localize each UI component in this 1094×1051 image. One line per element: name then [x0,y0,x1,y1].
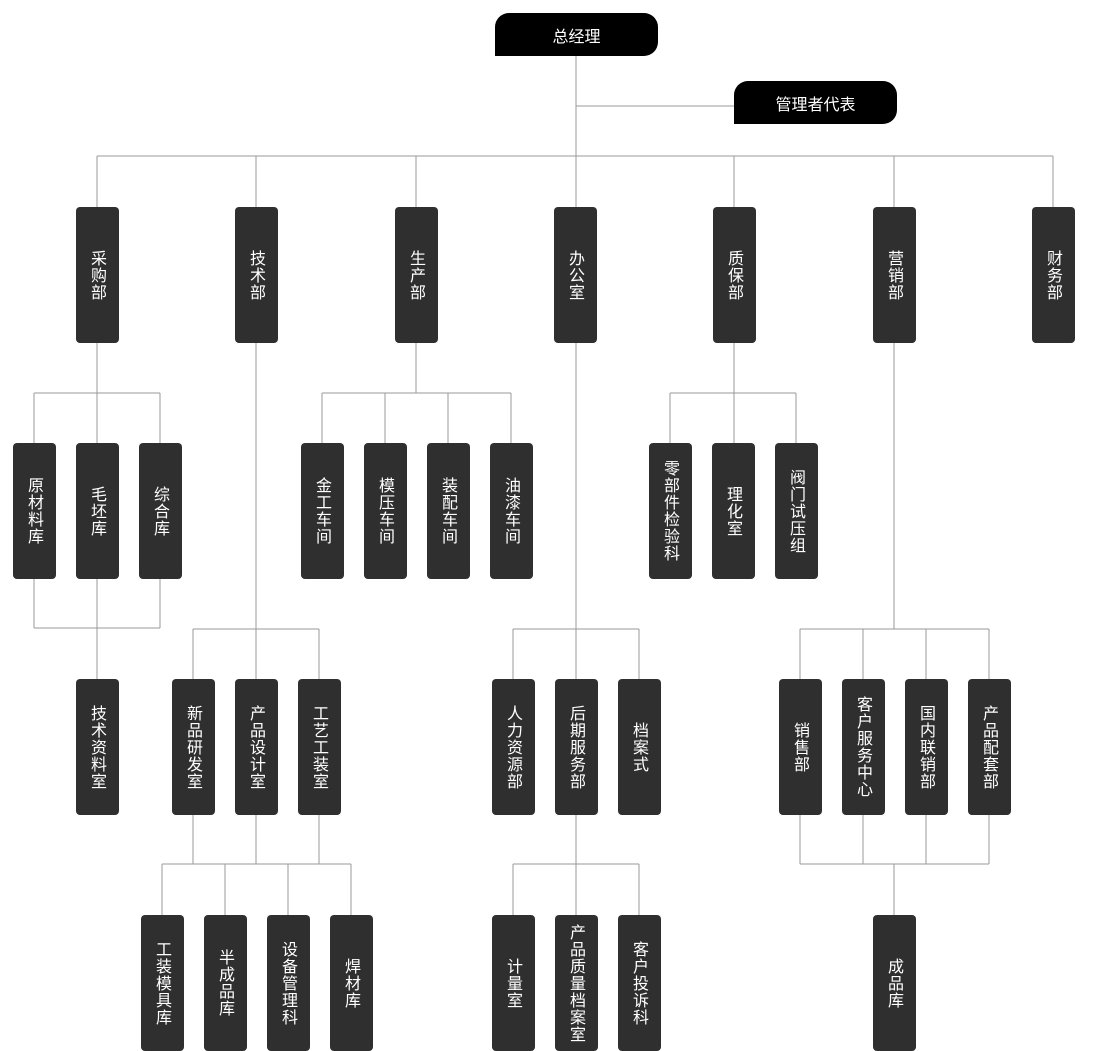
office-unit: 档案式 [618,679,661,815]
tech-unit: 工艺工装室 [298,679,341,815]
tech-unit: 产品设计室 [235,679,278,815]
tech-sub-unit: 半成品库 [204,915,247,1051]
dept-sales: 营销部 [873,207,916,343]
management-representative-label: 管理者代表 [775,94,856,114]
sales-unit: 客户服务中心 [842,679,885,815]
finished-goods-warehouse: 成品库 [873,915,916,1051]
unit-label: 国内联销部 [917,704,936,790]
unit-label: 工艺工装室 [310,704,329,790]
unit-label: 设备管理科 [279,940,298,1026]
office-sub-unit: 计量室 [492,915,535,1051]
unit-label: 阀门试压组 [787,468,806,554]
production-workshop: 油漆车间 [490,443,533,579]
quality-unit: 零部件检验科 [649,443,692,579]
purchasing-child: 原材料库 [13,443,56,579]
unit-label: 半成品库 [216,949,235,1017]
tech-unit: 新品研发室 [172,679,215,815]
dept-label: 财务部 [1044,249,1063,301]
purchasing-child: 综合库 [139,443,182,579]
office-unit: 后期服务部 [555,679,598,815]
office-sub-unit: 产品质量档案室 [555,915,598,1051]
purchasing-child: 毛坯库 [76,443,119,579]
unit-label: 销售部 [791,721,810,773]
production-workshop: 金工车间 [301,443,344,579]
sales-unit: 产品配套部 [968,679,1011,815]
unit-label: 计量室 [504,957,523,1009]
unit-label: 模压车间 [376,477,395,545]
tech-sub-unit: 焊材库 [330,915,373,1051]
unit-label: 装配车间 [439,477,458,545]
office-unit: 人力资源部 [492,679,535,815]
general-manager-label: 总经理 [552,26,601,46]
unit-label: 焊材库 [342,957,361,1009]
unit-label: 金工车间 [313,477,332,545]
unit-label: 客户服务中心 [854,696,873,798]
tech-docs-room: 技术资料室 [76,679,119,815]
dept-production: 生产部 [395,207,438,343]
tech-sub-unit: 设备管理科 [267,915,310,1051]
unit-label: 理化室 [724,485,743,537]
unit-label: 产品设计室 [247,704,266,790]
unit-label: 毛坯库 [88,485,107,537]
tech-sub-unit: 工装模具库 [141,915,184,1051]
office-sub-unit: 客户投诉科 [618,915,661,1051]
dept-label: 营销部 [885,249,904,301]
dept-quality: 质保部 [713,207,756,343]
unit-label: 产品质量档案室 [567,923,586,1043]
sales-unit: 销售部 [779,679,822,815]
unit-label: 工装模具库 [153,940,172,1026]
quality-unit: 理化室 [712,443,755,579]
unit-label: 新品研发室 [184,704,203,790]
unit-label: 档案式 [630,721,649,773]
management-representative-box: 管理者代表 [734,81,897,124]
unit-label: 后期服务部 [567,704,586,790]
dept-label: 办公室 [566,249,585,301]
quality-unit: 阀门试压组 [775,443,818,579]
dept-label: 质保部 [725,249,744,301]
unit-label: 综合库 [151,485,170,537]
unit-label: 成品库 [885,957,904,1009]
unit-label: 人力资源部 [504,704,523,790]
sales-unit: 国内联销部 [905,679,948,815]
production-workshop: 模压车间 [364,443,407,579]
dept-label: 技术部 [247,249,266,301]
dept-tech: 技术部 [235,207,278,343]
dept-office: 办公室 [554,207,597,343]
production-workshop: 装配车间 [427,443,470,579]
unit-label: 原材料库 [25,477,44,545]
unit-label: 油漆车间 [502,477,521,545]
dept-finance: 财务部 [1032,207,1075,343]
unit-label: 零部件检验科 [661,460,680,562]
dept-label: 生产部 [407,249,426,301]
unit-label: 产品配套部 [980,704,999,790]
general-manager-box: 总经理 [495,13,658,56]
unit-label: 技术资料室 [88,704,107,790]
unit-label: 客户投诉科 [630,940,649,1026]
dept-purchasing: 采购部 [76,207,119,343]
dept-label: 采购部 [88,249,107,301]
